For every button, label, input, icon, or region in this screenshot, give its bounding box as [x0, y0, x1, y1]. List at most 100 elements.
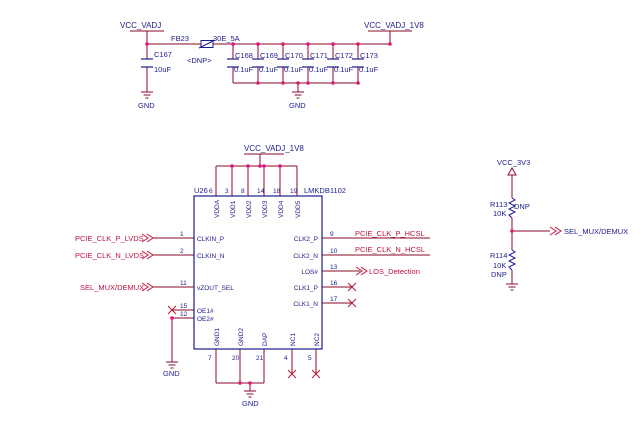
divider-wires — [511, 175, 550, 284]
net-los-detection: LOS_Detection — [369, 267, 420, 276]
pin-number: 8 — [241, 188, 245, 195]
gnd-label-oe: GND — [163, 369, 180, 378]
r113-dnp: DNP — [514, 202, 530, 211]
vcc-3v3-label: VCC_3V3 — [497, 158, 530, 167]
net-pcie-clk-p-lvds: PCIE_CLK_P_LVDS — [75, 234, 144, 243]
junction — [331, 42, 335, 46]
cap-ref: C169 — [260, 51, 278, 60]
gnd-symbol-divider — [506, 283, 518, 291]
ic-pin-labels: 6VDDA3VDD18VDD214VDD318VDD419VDD51CLKIN_… — [180, 188, 338, 362]
pin-number: 19 — [290, 188, 298, 195]
cap-value: 0.1uF — [334, 65, 354, 74]
cap-value: 0.1uF — [284, 65, 304, 74]
pin-name: CLKIN_N — [197, 253, 225, 260]
net-sel-mux-demux-in: SEL_MUX/DEMUX — [80, 283, 144, 292]
pin-number: 15 — [180, 303, 188, 310]
ic-part-number: LMKDB1102 — [304, 186, 346, 195]
cap-labels: C1680.1uFC1690.1uFC1700.1uFC1710.1uFC172… — [234, 51, 379, 74]
pin-name: CLK2_P — [294, 236, 318, 243]
ic-vcc-label: VCC_VADJ_1V8 — [244, 144, 304, 153]
pin-name: VDD3 — [262, 200, 269, 218]
pin-name: NC2 — [314, 333, 321, 346]
cap-ref: C171 — [310, 51, 328, 60]
pin-name: CLK1_N — [293, 301, 318, 308]
c167-ref: C167 — [154, 50, 172, 59]
ic-body-u26 — [193, 195, 323, 350]
pin-name: VDD4 — [278, 200, 285, 218]
gnd-symbol-oe — [166, 361, 178, 369]
pin-number: 5 — [308, 355, 312, 362]
pin-name: DAP — [262, 333, 269, 346]
capacitor-c167 — [141, 58, 153, 68]
junction — [281, 42, 285, 46]
r114-ref: R114 — [490, 251, 507, 260]
pin-name: LOS# — [301, 269, 318, 276]
pin-number: 4 — [284, 355, 288, 362]
fb23-dnp: <DNP> — [187, 56, 212, 65]
r114-value: 10K — [493, 261, 506, 270]
r113-ref: R113 — [490, 200, 507, 209]
pin-number: 3 — [225, 188, 229, 195]
cap-value: 0.1uF — [359, 65, 379, 74]
resistor-r113 — [507, 197, 517, 219]
junction — [306, 81, 310, 85]
cap-value: 0.1uF — [259, 65, 279, 74]
net-sel-mux-demux-out: SEL_MUX/DEMUX — [564, 227, 628, 236]
net-pcie-clk-n-hcsl: PCIE_CLK_N_HCSL — [355, 245, 425, 254]
junction-divider — [510, 229, 514, 233]
cap-value: 0.1uF — [234, 65, 254, 74]
gnd-symbol-c167 — [141, 91, 153, 99]
pin-number: 1 — [180, 231, 184, 238]
pin-name: VDD1 — [230, 200, 237, 218]
pin-name: CLKIN_P — [197, 236, 224, 243]
junction — [256, 42, 260, 46]
c167-value: 10uF — [154, 65, 172, 74]
net-pcie-clk-n-lvds: PCIE_CLK_N_LVDS — [75, 251, 144, 260]
junction — [256, 81, 260, 85]
cap-array — [227, 42, 364, 85]
pin-number: 2 — [180, 248, 184, 255]
pin-name: VDD2 — [246, 200, 253, 218]
pin-number: 11 — [180, 280, 187, 287]
fb23-ref: FB23 — [171, 34, 189, 43]
cap-ref: C170 — [285, 51, 303, 60]
net-pcie-clk-p-hcsl: PCIE_CLK_P_HCSL — [355, 229, 425, 238]
junctions-top — [145, 42, 392, 85]
pin-number: 17 — [330, 296, 338, 303]
r113-value: 10K — [493, 209, 506, 218]
pin-name: NC1 — [290, 333, 297, 346]
pin-number: 7 — [208, 355, 212, 362]
resistor-r114 — [507, 249, 517, 271]
gnd-label-top-mid: GND — [289, 101, 306, 110]
pin-name: CLK1_P — [294, 285, 318, 292]
pin-name: GND1 — [214, 328, 221, 346]
vcc-vadj-label: VCC_VADJ — [120, 21, 161, 30]
pin-number: 21 — [256, 355, 264, 362]
cap-value: 0.1uF — [309, 65, 329, 74]
gnd-label-ic-bottom: GND — [242, 399, 259, 408]
pin-number: 18 — [273, 188, 281, 195]
pin-name: VDD5 — [295, 200, 302, 218]
pin-name: OE1# — [197, 308, 214, 315]
junction — [331, 81, 335, 85]
no-connect-markers — [167, 282, 357, 379]
pin-name: OE2# — [197, 316, 214, 323]
pin-number: 9 — [330, 231, 334, 238]
cap-ref: C168 — [235, 51, 253, 60]
vcc-3v3-arrow — [507, 166, 517, 176]
pin-name: GND2 — [238, 328, 245, 346]
cap-ref: C173 — [360, 51, 378, 60]
pin-name: VDDA — [214, 199, 221, 218]
pin-name: CLK2_N — [293, 253, 318, 260]
gnd-symbol-caps — [292, 91, 304, 99]
junction — [281, 81, 285, 85]
pin-number: 6 — [209, 188, 213, 195]
gnd-label-top-left: GND — [138, 101, 155, 110]
pin-number: 13 — [330, 264, 338, 271]
ferrite-bead-fb23 — [198, 39, 216, 49]
fb23-value: 30E_5A — [213, 34, 240, 43]
vcc-vadj-1v8-label: VCC_VADJ_1V8 — [364, 21, 424, 30]
pin-number: 16 — [330, 280, 338, 287]
pin-number: 10 — [330, 248, 338, 255]
